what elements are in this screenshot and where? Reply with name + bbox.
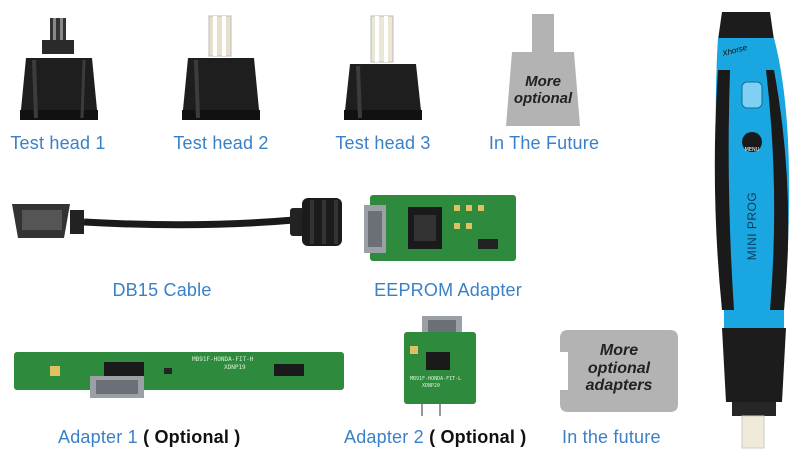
test-head-2-label: Test head 2	[173, 133, 269, 153]
future-head-placeholder: More optional	[500, 12, 586, 130]
adapter-2-pcb-text-2: XDNP20	[422, 383, 441, 389]
db15-cable-label: DB15 Cable	[112, 280, 212, 300]
future-head-text-2: optional	[513, 89, 573, 107]
test-head-3-label: Test head 3	[335, 133, 431, 153]
future-adapter-text-2: optional	[587, 359, 651, 377]
adapter-2-pcb-text-1: MB91F-HONDA-FIT-L	[410, 376, 462, 382]
adapter-2-board: MB91F-HONDA-FIT-L XDNP20	[400, 316, 478, 416]
test-head-1	[14, 10, 104, 130]
mini-prog-device: Xhorse MENU MINI PROG	[708, 10, 800, 453]
future-adapter-label: In the future	[562, 427, 661, 447]
device-menu-button[interactable]: MENU	[744, 147, 760, 153]
test-head-2	[176, 10, 266, 130]
eeprom-adapter-label: EEPROM Adapter	[374, 280, 522, 300]
future-adapter-text-1: More	[599, 342, 639, 359]
future-head-text-1: More	[525, 73, 561, 90]
adapter-1-label: Adapter 1 ( Optional )	[58, 427, 240, 448]
test-head-3	[338, 10, 428, 130]
adapter-2-label: Adapter 2 ( Optional )	[344, 427, 526, 448]
future-adapter-text-3: adapters	[585, 377, 653, 395]
db15-cable	[4, 186, 354, 256]
adapter-1-pcb-text-1: MB91F-HONDA-FIT-H	[192, 356, 254, 363]
adapter-1-label-text: Adapter 1	[58, 427, 138, 447]
adapter-1-pcb-text-2: XDNP19	[224, 364, 246, 371]
device-power-button[interactable]	[742, 82, 762, 108]
adapter-1-board: MB91F-HONDA-FIT-H XDNP19	[14, 348, 344, 400]
adapter-1-optional: ( Optional )	[143, 427, 241, 447]
test-head-1-label: Test head 1	[10, 133, 106, 153]
eeprom-adapter	[362, 193, 518, 265]
adapter-2-label-text: Adapter 2	[344, 427, 424, 447]
future-head-label: In The Future	[488, 133, 600, 153]
future-adapter-placeholder: More optional adapters	[560, 330, 678, 412]
adapter-2-optional: ( Optional )	[429, 427, 527, 447]
device-product-name: MINI PROG	[745, 191, 759, 261]
